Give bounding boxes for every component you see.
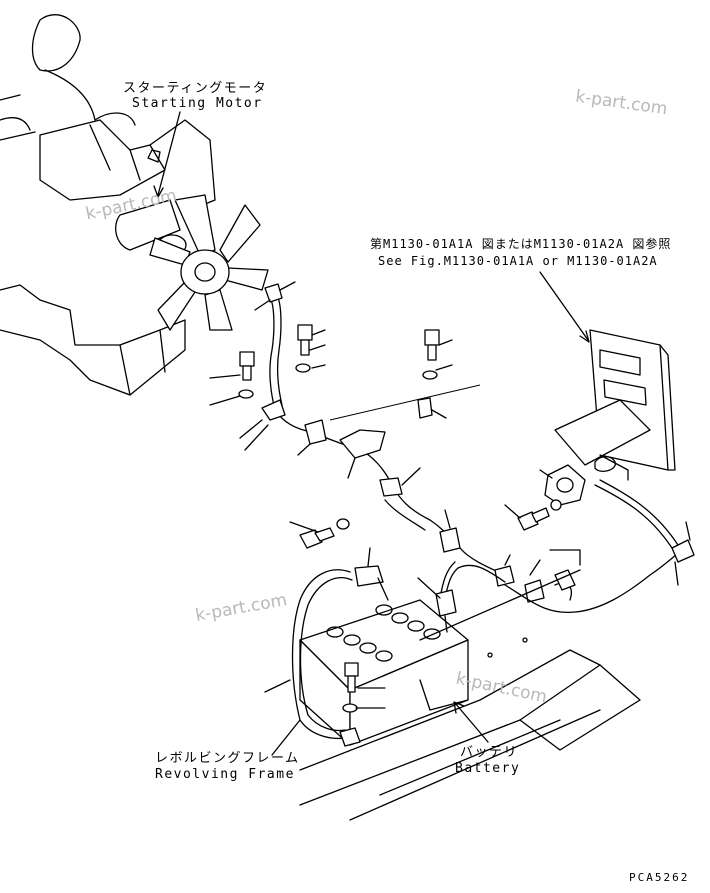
label-starting-motor-jp: スターティングモータ (123, 81, 268, 96)
bolt-3 (422, 329, 453, 380)
control-panel-plate (554, 329, 676, 481)
leader-starting-motor (157, 111, 181, 196)
label-battery-en: Battery (455, 761, 521, 776)
label-revolving-frame-en: Revolving Frame (155, 767, 295, 782)
leader-battery (454, 702, 489, 743)
battery-relay (539, 464, 586, 506)
clamp-5 (439, 527, 461, 553)
label-revolving-frame-jp: レボルビングフレーム (155, 751, 300, 766)
bolt-5 (504, 499, 562, 531)
cooling-fan (149, 194, 269, 331)
label-reference-en: See Fig.M1130-01A1A or M1130-01A2A (378, 254, 658, 268)
clamp-2 (304, 419, 327, 445)
bolt-2 (209, 351, 255, 406)
drawing-code: PCA5262 (629, 871, 690, 884)
frame-edge-line (329, 384, 481, 421)
motor-cable (254, 281, 506, 576)
battery-body (299, 599, 469, 746)
revolving-frame (299, 569, 641, 821)
bolt-4 (289, 518, 350, 549)
clamp-6 (494, 565, 515, 587)
clamp-3 (417, 397, 433, 419)
battery-positive-cable (417, 561, 506, 633)
label-battery-jp: バッテリ (460, 745, 519, 760)
relay-cable (504, 547, 686, 614)
boot-cover (339, 429, 386, 459)
terminal-right (671, 539, 695, 563)
clamp-1 (261, 399, 286, 421)
label-starting-motor-en: Starting Motor (132, 96, 263, 111)
label-reference-jp: 第M1130-01A1A 図またはM1130-01A2A 図参照 (370, 237, 672, 251)
battery-bolt (342, 662, 386, 713)
leader-frame (271, 719, 301, 756)
battery-ground-cable (264, 547, 389, 747)
leader-reference (539, 271, 589, 341)
bolt-1 (295, 324, 326, 373)
clamp-7 (524, 579, 545, 603)
clamp-4 (379, 477, 403, 497)
